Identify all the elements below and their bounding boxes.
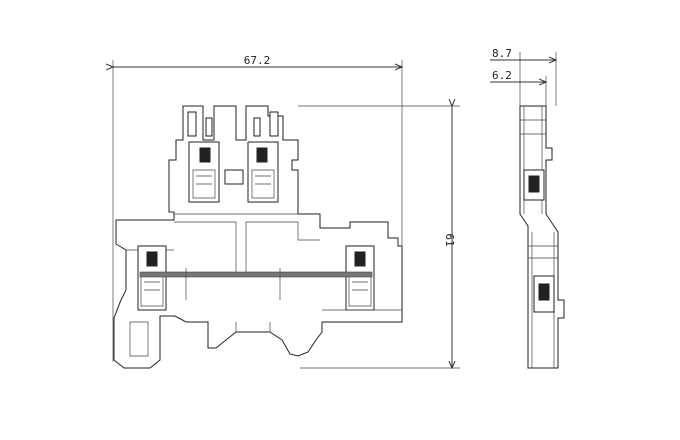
side-outer-dimension-label: 8.7	[492, 47, 512, 60]
top-right-tab	[269, 111, 279, 137]
lower-right-screw	[354, 251, 366, 267]
side-inner-dimension-label: 6.2	[492, 69, 512, 82]
side-view: 8.7 6.2	[490, 47, 565, 369]
upper-right-screw	[256, 147, 268, 163]
upper-left-clamp-body	[192, 169, 216, 199]
foot-left-cut	[129, 321, 149, 357]
top-left-slot	[205, 117, 213, 137]
side-lower-screw	[538, 283, 550, 301]
rail-notch-lines	[235, 322, 271, 332]
right-step-line	[246, 221, 320, 241]
upper-right-clamp-body	[251, 169, 275, 199]
center-bridge-slot	[224, 169, 244, 185]
side-upper-detail	[520, 106, 546, 214]
upper-left-screw	[199, 147, 211, 163]
top-right-slot	[253, 117, 261, 137]
side-upper-screw	[528, 175, 540, 193]
height-dimension-label: 61	[443, 233, 456, 246]
front-view: 67.2	[113, 54, 402, 369]
side-lower-detail	[528, 232, 558, 368]
bus-bar	[139, 271, 373, 278]
lower-left-screw	[146, 251, 158, 267]
top-left-tab	[187, 111, 197, 137]
left-partition-line	[174, 221, 237, 272]
width-dimension-label: 67.2	[244, 54, 271, 67]
